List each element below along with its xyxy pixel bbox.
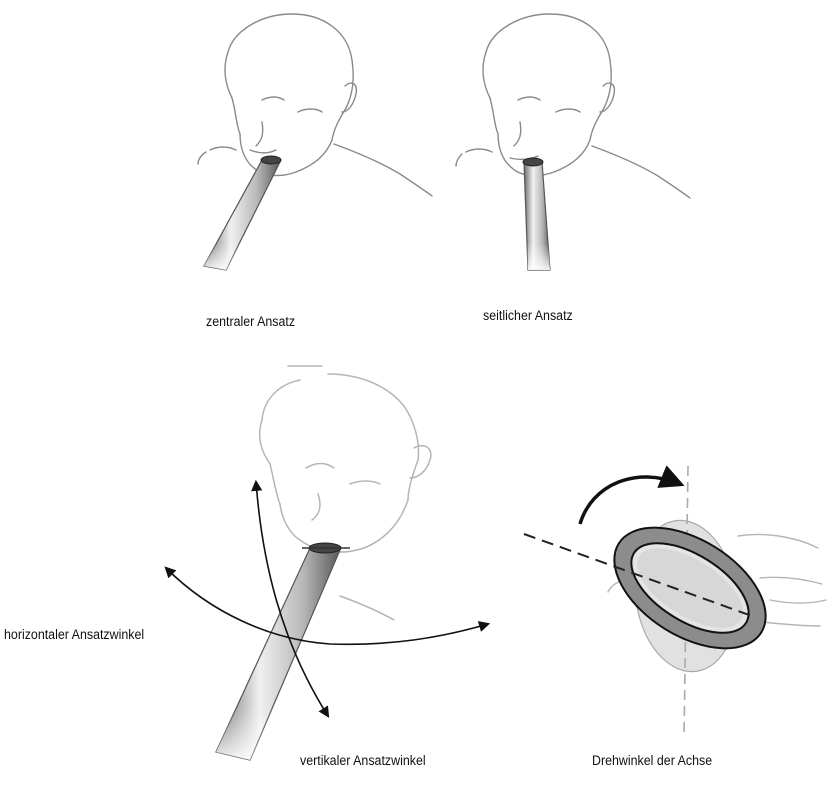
caption-central-embouchure: zentraler Ansatz (206, 314, 295, 329)
rotation-arrow (580, 477, 680, 524)
angle-embouchure-figure (166, 366, 488, 760)
caption-horizontal-angle: horizontaler Ansatzwinkel (4, 627, 144, 642)
central-embouchure-figure (198, 14, 432, 270)
face-sketch (456, 14, 690, 198)
didgeridoo-tube (204, 156, 281, 270)
caption-lateral-embouchure: seitlicher Ansatz (483, 308, 573, 323)
face-sketch (260, 366, 431, 620)
face-sketch (198, 14, 432, 196)
axis-rotation-figure (524, 466, 826, 738)
lateral-embouchure-figure (456, 14, 690, 270)
caption-axis-rotation: Drehwinkel der Achse (592, 753, 712, 768)
caption-vertical-angle: vertikaler Ansatzwinkel (300, 753, 426, 768)
didgeridoo-tube (216, 543, 350, 760)
